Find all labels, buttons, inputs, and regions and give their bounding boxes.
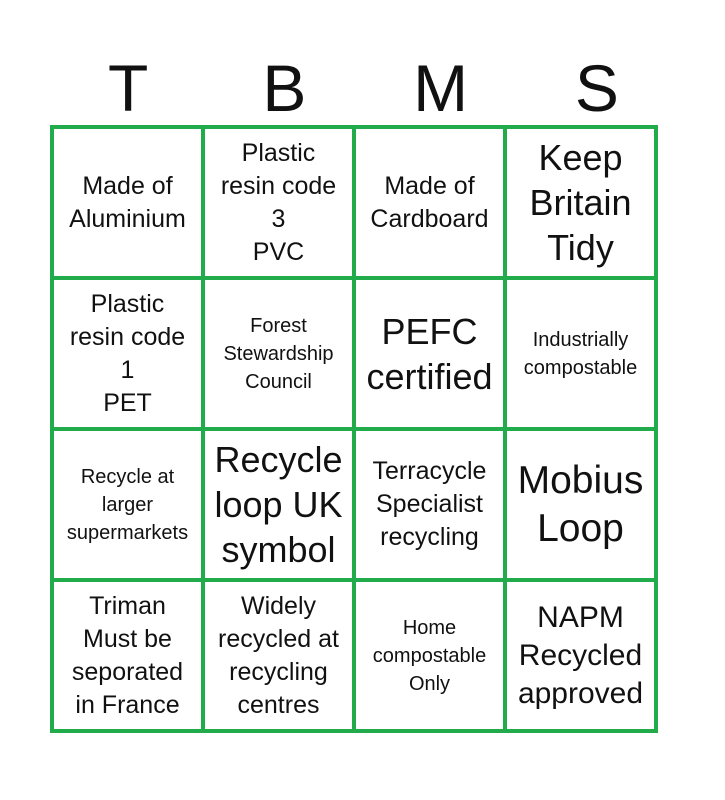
header-letter: M	[413, 51, 469, 125]
header-letter: B	[262, 51, 307, 125]
header-letter: T	[107, 51, 149, 125]
header-letter: S	[574, 51, 619, 125]
bingo-header: T B M S	[50, 50, 675, 126]
